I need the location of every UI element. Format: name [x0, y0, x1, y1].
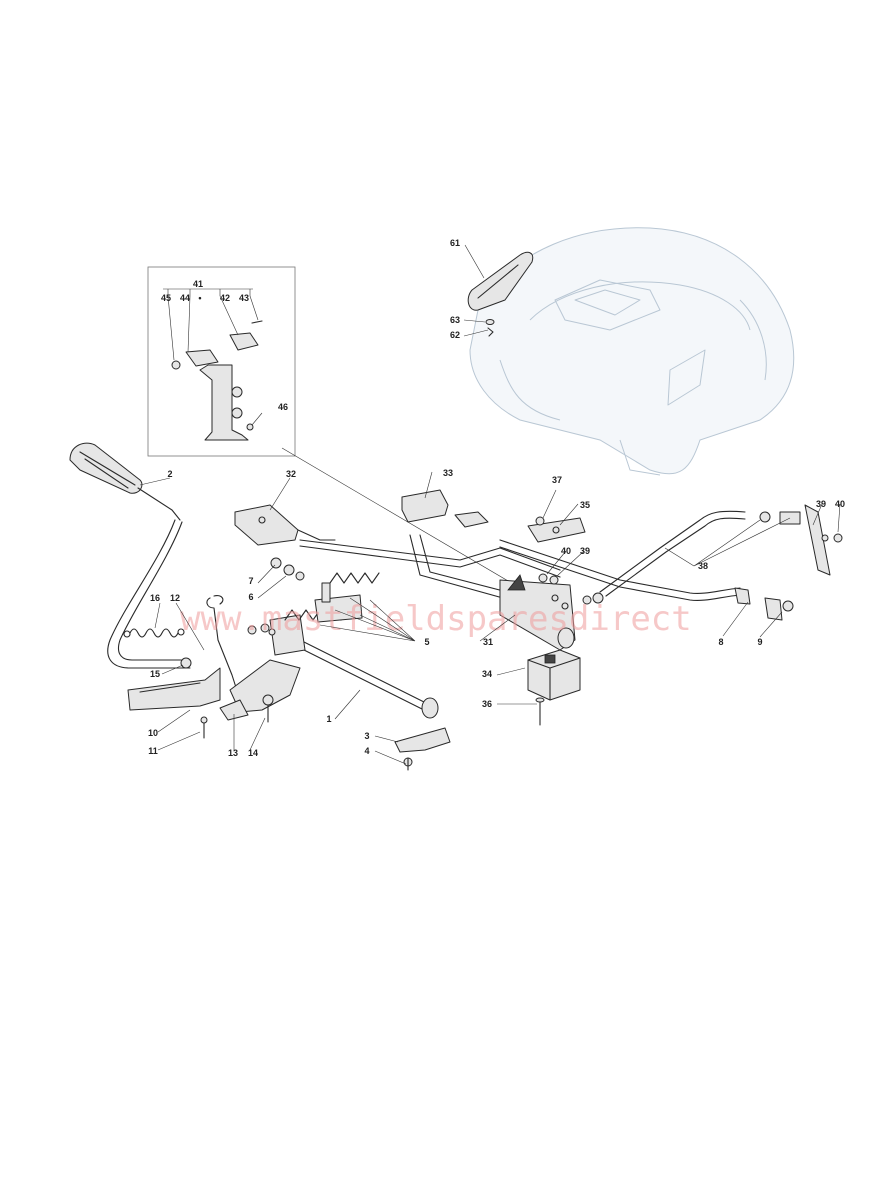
part-38-rod	[582, 504, 843, 605]
part-34-block	[527, 649, 581, 701]
callout-44: 44	[180, 293, 190, 303]
inset-detail-box	[147, 266, 296, 457]
part-13-lever	[219, 659, 301, 723]
callout-5: 5	[424, 637, 429, 647]
part-61-decal	[467, 251, 534, 311]
callout-33: 33	[443, 468, 453, 478]
part-3-4-bracket	[394, 727, 451, 771]
callout-2: 2	[167, 469, 172, 479]
part-6-7-washers	[270, 557, 305, 581]
callout-36: 36	[482, 699, 492, 709]
callout-11: 11	[148, 746, 158, 756]
part-62-63-clip	[485, 319, 495, 337]
callout-31: 31	[483, 637, 493, 647]
part-35-clamp	[527, 516, 586, 543]
part-39-40-washers	[538, 573, 559, 585]
part-8-9-end	[734, 587, 794, 621]
callout-62: 62	[450, 330, 460, 340]
callout-40-b: 40	[835, 499, 845, 509]
frame-rods	[299, 534, 741, 601]
callout-1: 1	[326, 714, 331, 724]
callout-14: 14	[248, 748, 258, 758]
callout-12: 12	[170, 593, 180, 603]
callout-4: 4	[364, 746, 369, 756]
part-33-block	[401, 489, 489, 528]
part-36-bolt	[535, 697, 545, 726]
callout-43: 43	[239, 293, 249, 303]
callout-39-b: 39	[816, 499, 826, 509]
callout-13: 13	[228, 748, 238, 758]
callout-10: 10	[148, 728, 158, 738]
callout-37: 37	[552, 475, 562, 485]
body-shell-ghost	[469, 227, 795, 476]
part-32-handle	[234, 504, 336, 546]
callout-15: 15	[150, 669, 160, 679]
callout-9: 9	[757, 637, 762, 647]
callout-45: 45	[161, 293, 171, 303]
callout-63: 63	[450, 315, 460, 325]
callout-41: 41	[193, 279, 203, 289]
callout-16: 16	[150, 593, 160, 603]
part-10-bracket	[127, 657, 221, 739]
callout-6: 6	[248, 592, 253, 602]
part-1-shaft	[269, 614, 439, 719]
callout-dot: •	[198, 293, 201, 303]
callout-labels: 41 • 45 44 42 43 46 61 63 62 2 32 33 37 …	[148, 238, 845, 758]
callout-39-a: 39	[580, 546, 590, 556]
callout-46: 46	[278, 402, 288, 412]
callout-leaders	[139, 244, 841, 765]
callout-3: 3	[364, 731, 369, 741]
part-16-spring	[123, 628, 185, 638]
callout-38: 38	[698, 561, 708, 571]
callout-42: 42	[220, 293, 230, 303]
callout-40-a: 40	[561, 546, 571, 556]
callout-35: 35	[580, 500, 590, 510]
part-12-rod	[206, 595, 241, 701]
watermark-text: www.mastfieldsparesdirect	[180, 599, 692, 639]
callout-8: 8	[718, 637, 723, 647]
callout-32: 32	[286, 469, 296, 479]
part-2-pedal	[69, 442, 191, 669]
callout-34: 34	[482, 669, 492, 679]
callout-7: 7	[248, 576, 253, 586]
callout-61: 61	[450, 238, 460, 248]
part-31-bracket	[499, 574, 576, 651]
part-5-springs	[247, 572, 380, 636]
